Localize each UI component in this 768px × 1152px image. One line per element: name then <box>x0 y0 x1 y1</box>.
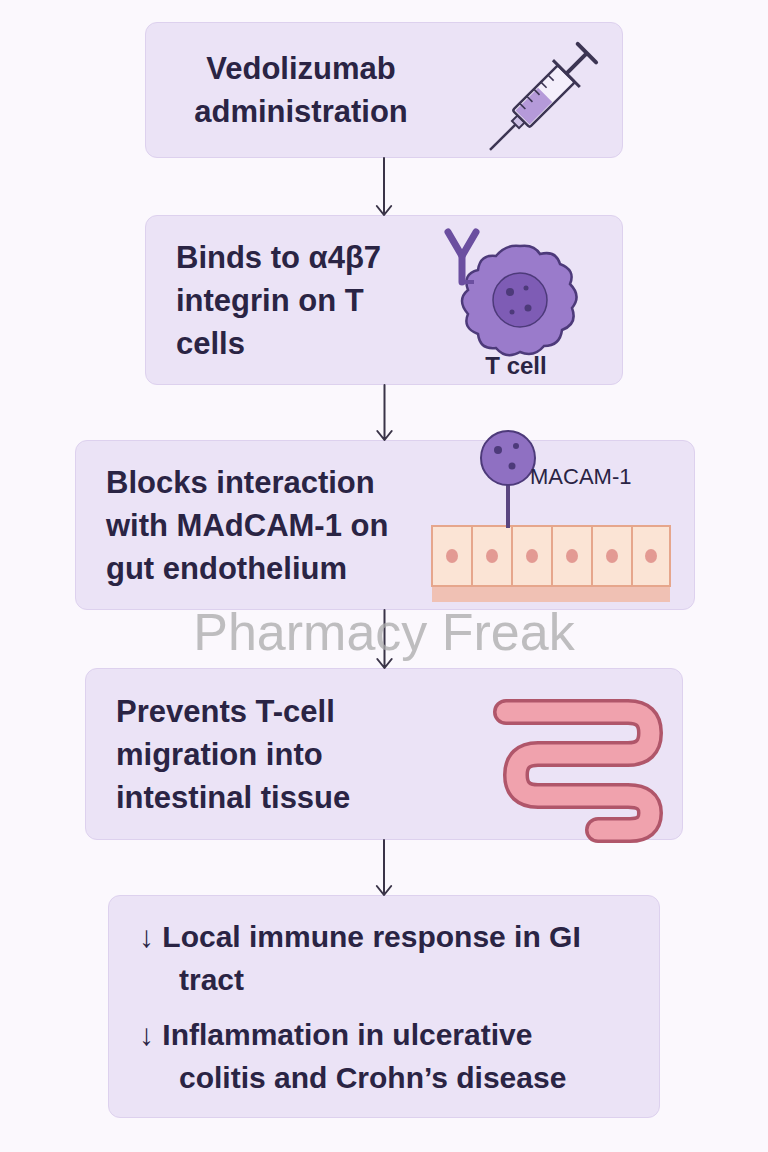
process-box: Prevents T-cell migration into intestina… <box>85 668 683 840</box>
molecule-label: MACAM-1 <box>530 464 650 490</box>
arrow-line <box>377 158 391 215</box>
node-text: ↓ Inflammation in ulcerative colitis and… <box>139 1013 589 1099</box>
arrow-line <box>377 385 391 440</box>
process-box: ↓ Local immune response in GI tract ↓ Inf… <box>108 895 660 1118</box>
node-text: ↓ Local immune response in GI tract <box>139 915 589 1001</box>
flow-arrow <box>377 385 391 440</box>
flow-arrow <box>377 840 391 895</box>
cell-label: T cell <box>466 352 566 380</box>
process-box: Vedolizumab administration <box>145 22 623 158</box>
node-text: Blocks interaction with MAdCAM-1 on gut … <box>106 461 426 590</box>
node-text: Prevents T-cell migration into intestina… <box>116 690 366 819</box>
arrow-line <box>377 840 391 895</box>
watermark: Pharmacy Freak <box>0 602 768 662</box>
process-box: Binds to α4β7 integrin on T cells <box>145 215 623 385</box>
node-text: Vedolizumab administration <box>161 47 441 133</box>
flow-arrow <box>377 158 391 215</box>
node-text: Binds to α4β7 integrin on T cells <box>176 236 431 365</box>
